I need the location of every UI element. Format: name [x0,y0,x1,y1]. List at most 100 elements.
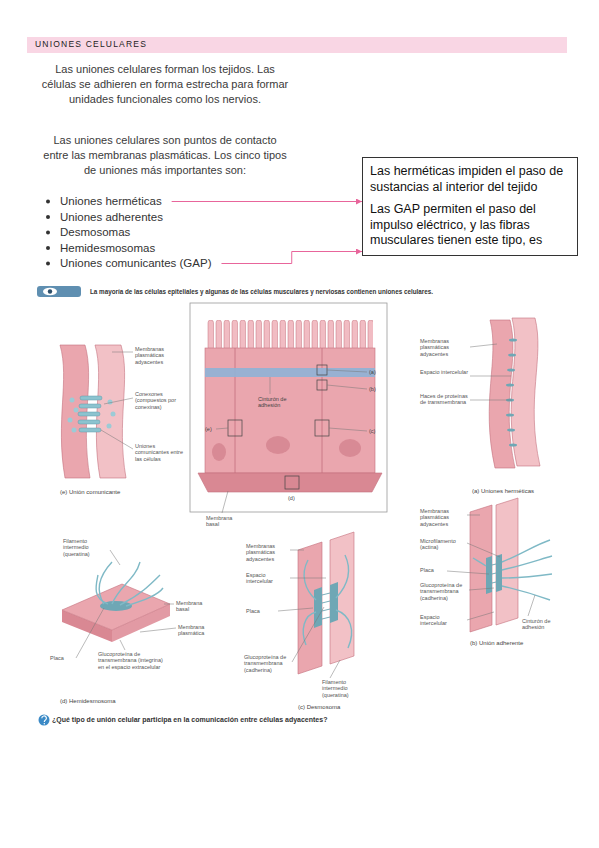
tight-junction-drawing [509,444,517,447]
desmosome-drawing [322,617,330,619]
part-label: Espacio intercelular [420,614,465,627]
epithelium-drawing [317,380,327,390]
epithelium-drawing [266,436,290,454]
list-item: Desmosomas [60,225,140,240]
title-band [27,37,567,53]
hemidesmosome-drawing [62,584,170,630]
part-label: Placa [420,567,434,573]
tight-junction-drawing [489,318,540,468]
part-label: Cinturón de adhesión [522,618,562,631]
part-label: Membranas plasmáticas adyacentes [420,338,468,357]
question-icon [42,716,47,722]
adherens-junction-drawing [502,556,552,570]
arrow-connector [221,252,362,264]
part-label: Membranas plasmáticas adyacentes [135,346,185,365]
leader-line [290,578,326,579]
epithelium-drawing [285,476,299,489]
leader-line [290,550,304,551]
leader-line [110,550,120,565]
leader-line [216,428,228,429]
gap-junction-drawing [78,420,100,424]
leader-line [278,608,313,611]
bullet-dot [46,231,50,235]
gap-junction-drawing [68,418,73,423]
leader-line [76,344,535,678]
part-label: Glucoproteína de transmembrana (integrin… [98,651,168,670]
gap-junction-drawing [72,428,77,433]
question-icon [39,715,50,726]
part-label: Placa [50,655,64,661]
gap-junction-drawing [79,404,101,408]
desmosome-drawing [336,555,348,598]
gap-junction-drawing [111,412,116,417]
leader-line [467,543,500,557]
gap-junction-drawing [78,412,100,416]
tight-junction-drawing [507,429,515,432]
epithelium-drawing [339,439,361,457]
part-label: Glucoproteína de transmembrana (cadherin… [244,654,290,673]
list-item-text: Uniones comunicantes (GAP) [60,256,211,271]
gap-junction-drawing [107,424,112,429]
desmosome-drawing [303,555,351,648]
callout-letter: (e) [205,426,212,432]
leader-line [120,640,125,650]
leader-line [470,344,497,347]
desmosome-drawing [298,542,322,674]
figure-caption: (a) Uniones herméticas [472,488,534,495]
adherens-junction-drawing [492,573,496,574]
leader-line [447,571,489,574]
question-icon [44,723,46,725]
epithelium-drawing [212,443,226,461]
arrow-connector [172,201,362,202]
gap-junction-drawing [79,428,101,432]
leader-line [222,491,228,513]
gap-junction-drawing [60,345,126,478]
gap-junction-drawing [70,398,75,403]
callout-letter: (d) [288,495,295,501]
adherens-junction-drawing [496,498,518,625]
desmosome-drawing [303,612,316,645]
hemidesmosome-drawing [120,575,160,605]
part-label: Membrana basal [176,600,208,613]
list-item: Hemidesmosomas [60,241,165,256]
leader-line [327,370,367,372]
tight-junction-drawing [509,339,517,342]
part-label: Haces de proteínas de transmembrana [420,393,468,406]
hemidesmosome-drawing [96,562,163,606]
list-item-text: Desmosomas [60,225,130,240]
epithelium-drawing [205,368,375,377]
epithelium-drawing [190,303,387,512]
callout-letter: (b) [369,386,376,392]
note-text: Las herméticas impiden el paso de sustan… [370,164,570,195]
desmosome-drawing [322,593,330,595]
epithelium-drawing [205,348,375,473]
leader-line [292,607,324,662]
leader-line [329,428,367,431]
figure-caption: (d) Hemidesmosoma [60,698,116,705]
hemidesmosome-drawing [96,575,108,604]
adherens-junction-drawing [492,582,496,583]
leader-line [467,612,494,620]
part-label: Filamento intermedio (queratina) [322,679,367,698]
desmosome-drawing [304,560,316,600]
desmosome-drawing [322,593,330,619]
hemidesmosome-drawing [99,562,112,604]
part-label: Uniones comunicantes entre las células [135,443,185,462]
part-label: Membrana plasmática [178,624,218,637]
adherens-junction-drawing [470,498,552,632]
leader-line [469,588,494,590]
hemidesmosome-drawing [62,562,170,642]
adherens-junction-drawing [470,505,492,632]
part-label: Espacio intercelular [246,572,288,585]
leader-line [270,377,271,394]
tight-junction-drawing [506,384,514,387]
epithelium-drawing [315,420,329,436]
gap-junction-drawing [108,400,113,405]
leader-line [330,660,340,678]
callout-letter: (c) [369,428,375,434]
leader-line [467,515,480,516]
tight-junction-drawing [508,354,516,357]
epithelium-drawing [190,303,387,512]
callout-letter: (a) [369,369,376,375]
list-item: Uniones herméticas [60,194,172,209]
